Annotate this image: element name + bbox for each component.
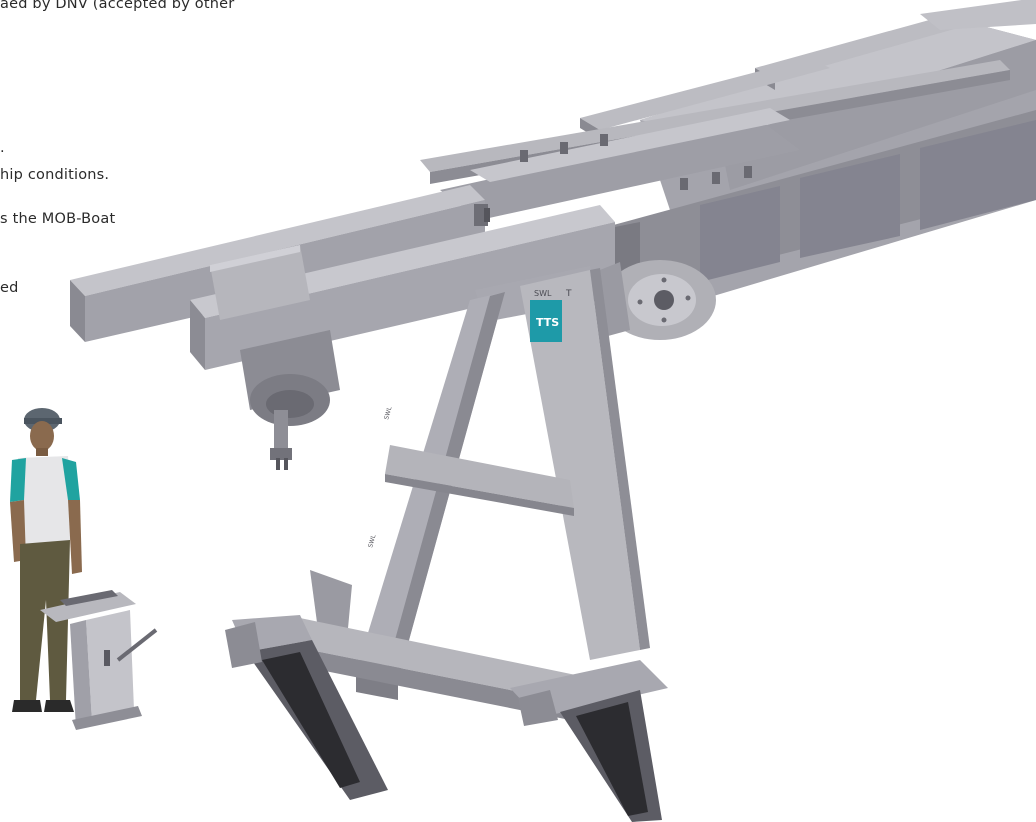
brand-label: TTS bbox=[536, 316, 559, 329]
base-skids bbox=[225, 615, 668, 822]
gantry-letter: T bbox=[565, 289, 572, 299]
leg-swl-mark-lower: SWL bbox=[367, 533, 378, 548]
brand-plate bbox=[530, 300, 562, 342]
operator-figure bbox=[10, 408, 82, 712]
hoist-unit bbox=[240, 330, 340, 470]
description-text-line-3: hip conditions. bbox=[0, 167, 110, 183]
a-frame bbox=[310, 266, 650, 700]
markings: TTS SWL T SWL SWL bbox=[367, 289, 572, 549]
description-text-line-2: . bbox=[0, 140, 5, 156]
cantilever-arms bbox=[70, 185, 615, 370]
description-text-line-1: aed by DNV (accepted by other bbox=[0, 0, 235, 12]
description-text-line-5: ed bbox=[0, 280, 19, 296]
pants bbox=[20, 540, 70, 700]
control-console bbox=[40, 590, 158, 730]
console-panel bbox=[40, 592, 136, 622]
pivot-wheel bbox=[600, 260, 716, 340]
swl-label: SWL bbox=[534, 289, 552, 298]
vest bbox=[18, 456, 72, 544]
description-text-line-4: s the MOB-Boat bbox=[0, 211, 116, 227]
leg-swl-mark-upper: SWL bbox=[383, 405, 394, 420]
console-lever bbox=[104, 650, 110, 666]
top-frame bbox=[420, 0, 1036, 300]
